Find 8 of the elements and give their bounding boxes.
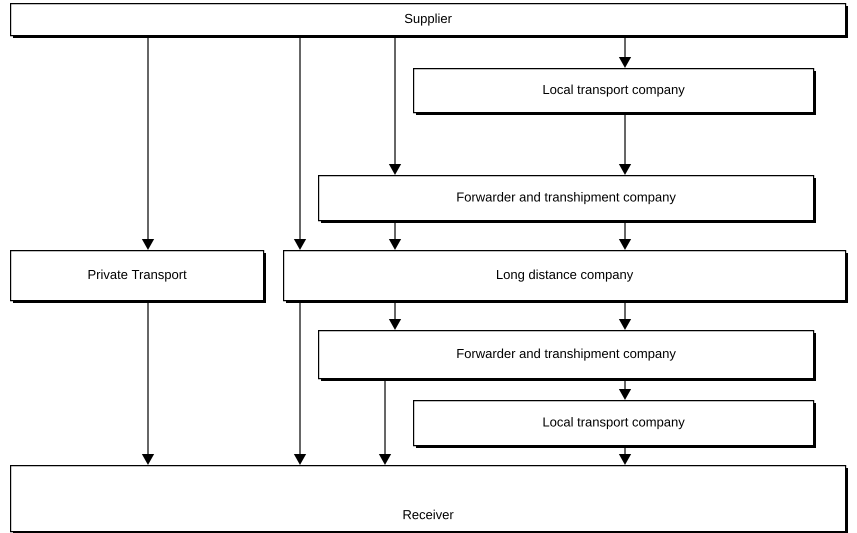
process-box: Private Transport (10, 250, 266, 303)
process-box: Receiver (10, 465, 848, 533)
process-box: Forwarder and transhipment company (318, 330, 816, 381)
process-box: Forwarder and transhipment company (318, 175, 816, 223)
process-box: Local transport company (413, 68, 816, 115)
process-box: Supplier (10, 3, 848, 38)
process-box: Long distance company (283, 250, 848, 303)
process-box: Local transport company (413, 400, 816, 448)
